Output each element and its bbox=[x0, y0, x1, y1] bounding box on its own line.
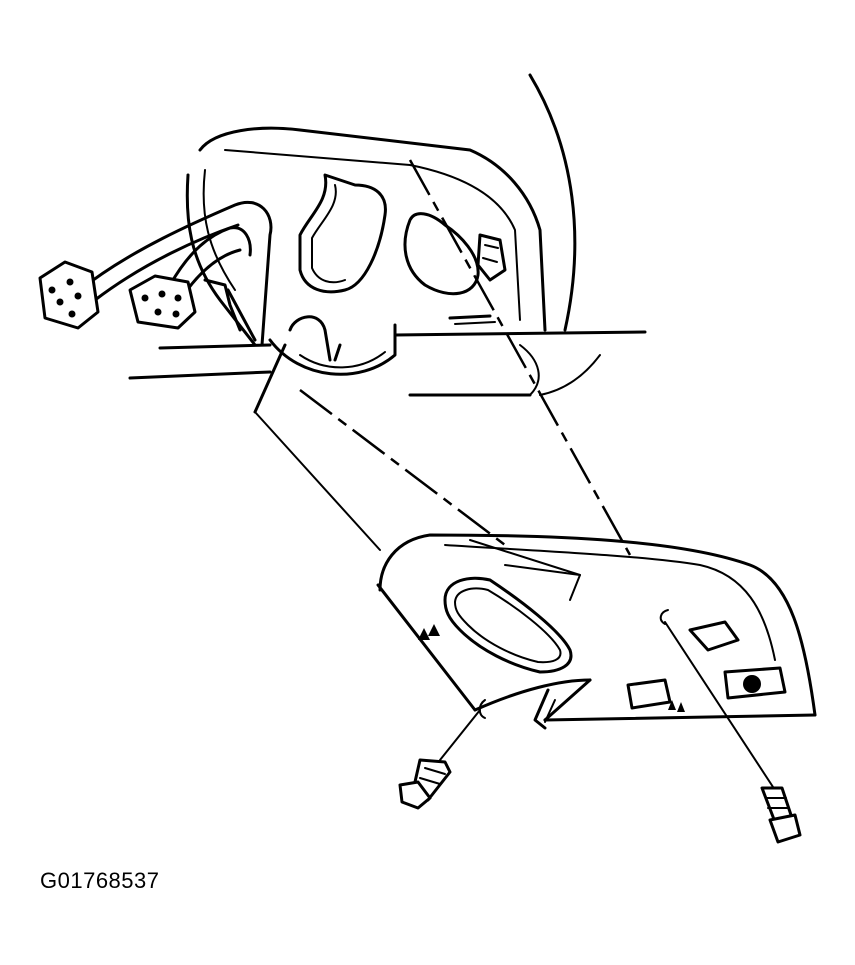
screw-left bbox=[398, 709, 481, 810]
connector-right bbox=[128, 274, 197, 330]
overhead-console-housing bbox=[185, 126, 547, 376]
console-trim-panel bbox=[376, 533, 817, 730]
connector-left bbox=[38, 260, 100, 330]
headliner-roof bbox=[128, 73, 647, 397]
screw-right bbox=[664, 621, 802, 844]
figure-code-label: G01768537 bbox=[40, 868, 160, 893]
alignment-lines bbox=[253, 159, 632, 556]
